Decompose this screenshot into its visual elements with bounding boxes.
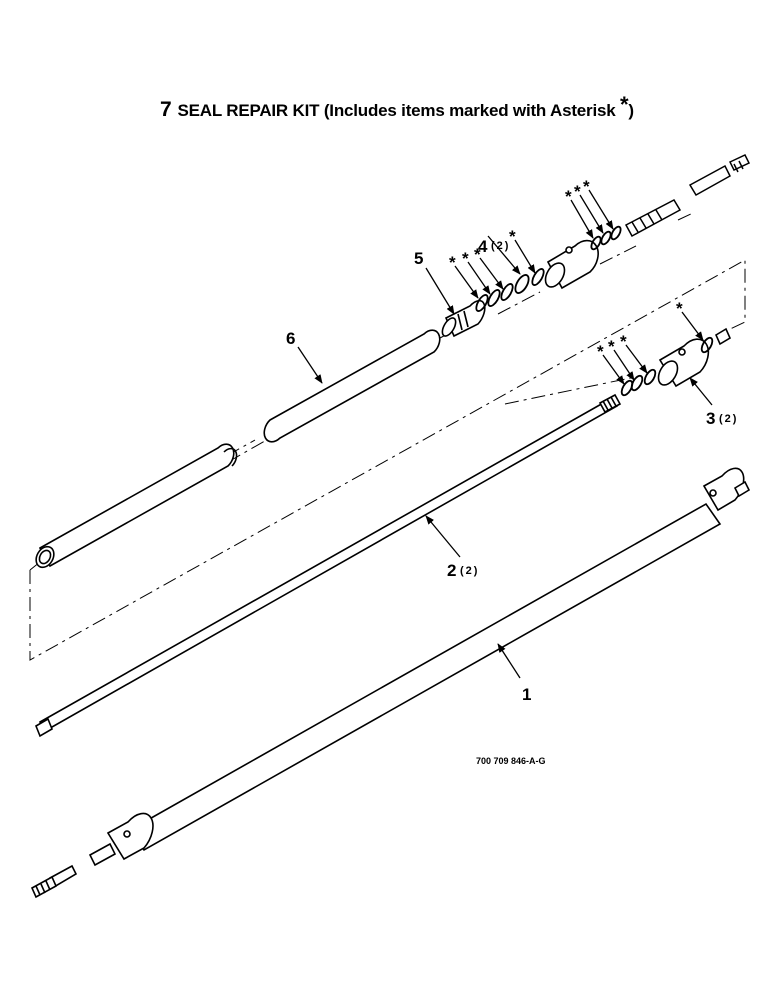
callout-item-3: 3 xyxy=(706,409,715,428)
asterisk-marker: * xyxy=(620,332,627,351)
asterisk-marker: * xyxy=(597,342,604,361)
asterisk-marker: * xyxy=(608,337,615,356)
piston xyxy=(441,299,486,338)
callout-item-3-qty: (2) xyxy=(719,413,738,425)
callout-item-1: 1 xyxy=(522,685,531,704)
asterisk-marker: * xyxy=(565,187,572,206)
title-close: ) xyxy=(628,101,634,120)
callout-item-6: 6 xyxy=(286,329,295,348)
barrel-tube xyxy=(35,329,441,569)
diagram-title: 7 SEAL REPAIR KIT (Includes items marked … xyxy=(160,92,634,122)
gland-seals-upper xyxy=(590,225,622,251)
asterisk-markers: * * * * * * * * * * * xyxy=(449,177,683,361)
callout-item-4-qty: (2) xyxy=(491,240,510,252)
asterisk-marker: * xyxy=(583,177,590,196)
asterisk-marker: * xyxy=(676,299,683,318)
title-text: SEAL REPAIR KIT (Includes items marked w… xyxy=(177,101,616,120)
asterisk-marker: * xyxy=(449,253,456,272)
rod-end-gland xyxy=(657,327,732,388)
cylinder-assembly xyxy=(30,467,751,899)
callout-item-4: 4 xyxy=(478,237,488,256)
piston-rod xyxy=(35,393,622,738)
asterisk-marker: * xyxy=(462,249,469,268)
asterisk-marker: * xyxy=(474,245,481,264)
title-item-number: 7 xyxy=(160,98,172,121)
callout-item-5: 5 xyxy=(414,249,423,268)
phantom-lines xyxy=(29,211,746,661)
asterisk-marker: * xyxy=(509,227,516,246)
callout-item-2-qty: (2) xyxy=(460,565,479,577)
rod-end-seals xyxy=(620,368,657,397)
title-asterisk: * xyxy=(620,92,629,117)
callout-leaders xyxy=(297,189,713,679)
threaded-stud-upper xyxy=(624,154,751,238)
asterisk-marker: * xyxy=(574,182,581,201)
drawing-reference-number: 700 709 846-A-G xyxy=(476,756,546,766)
callout-item-2: 2 xyxy=(447,561,456,580)
piston-seals xyxy=(475,268,545,312)
rod-end-gland-upper xyxy=(544,239,599,290)
